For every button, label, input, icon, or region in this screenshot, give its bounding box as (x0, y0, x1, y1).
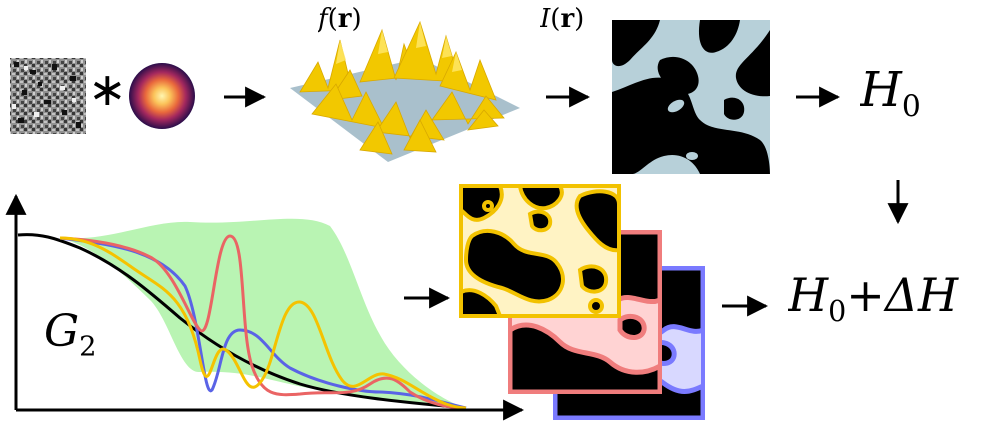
h0-plus-delta-h-label: H0+ΔH (788, 272, 959, 328)
h0-label: H0 (860, 66, 921, 125)
stack-layer-yellow (459, 184, 621, 318)
curve-red (59, 234, 467, 410)
curve-blue (59, 236, 467, 410)
radial-kernel-icon (129, 63, 195, 129)
convolution-operator: ∗ (88, 66, 127, 116)
binary-mask-icon (612, 20, 770, 174)
i-label: I(r) (540, 6, 585, 34)
surface-3d-icon (290, 20, 520, 162)
f-label: f(r) (318, 6, 362, 34)
g2-plot (5, 193, 525, 421)
noise-texture-icon (10, 58, 86, 134)
curve-yellow (59, 236, 467, 410)
g2-label: G2 (44, 310, 97, 363)
